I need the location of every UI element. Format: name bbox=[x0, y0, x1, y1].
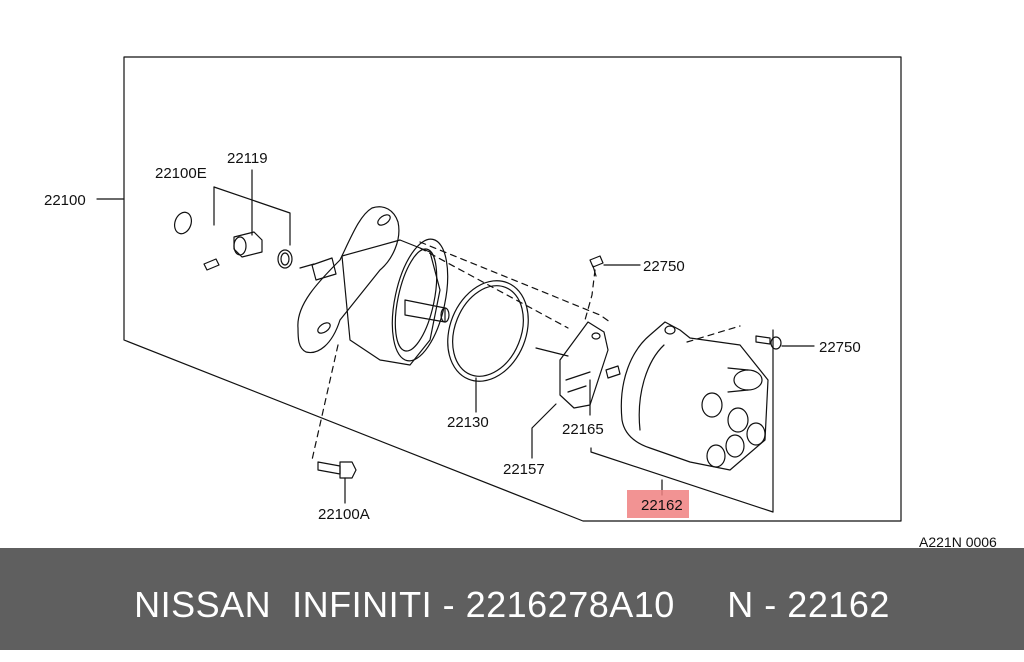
rotor-screw bbox=[605, 365, 621, 379]
highlight-box bbox=[627, 490, 689, 518]
housing-body bbox=[341, 239, 441, 366]
label-22157: 22157 bbox=[503, 461, 545, 478]
collar bbox=[233, 231, 263, 258]
assembly-frame bbox=[123, 56, 902, 522]
label-22165: 22165 bbox=[562, 421, 604, 438]
label-22162: 22162 bbox=[641, 497, 683, 514]
washer-ring bbox=[277, 249, 293, 269]
housing-flange bbox=[297, 206, 400, 354]
label-22100A: 22100A bbox=[318, 506, 370, 523]
inner-bracket bbox=[590, 329, 774, 513]
gasket-ring bbox=[447, 280, 529, 382]
part-number-banner: NISSAN INFINITI - 2216278A10 N - 22162 bbox=[0, 548, 1024, 650]
shaft bbox=[404, 299, 446, 323]
label-22119: 22119 bbox=[227, 150, 268, 167]
bolt bbox=[317, 461, 341, 475]
reference-code: A221N 0006 bbox=[919, 534, 997, 548]
label-22100E: 22100E bbox=[155, 165, 207, 182]
label-22130: 22130 bbox=[447, 414, 489, 431]
screw-right bbox=[755, 335, 771, 345]
exploded-view-svg: 22100 22100E 22119 22750 22750 22130 221… bbox=[44, 56, 997, 548]
part-number-text: NISSAN INFINITI - 2216278A10 N - 22162 bbox=[134, 584, 890, 625]
label-22750-right: 22750 bbox=[819, 339, 861, 356]
screw-top bbox=[589, 255, 604, 277]
rotor bbox=[559, 321, 609, 409]
pin bbox=[203, 258, 220, 271]
o-ring-small bbox=[173, 211, 193, 235]
label-22750-top: 22750 bbox=[643, 258, 685, 275]
label-22100: 22100 bbox=[44, 192, 86, 209]
distributor-cap bbox=[620, 321, 769, 471]
parts-diagram: 22100 22100E 22119 22750 22750 22130 221… bbox=[44, 56, 997, 548]
